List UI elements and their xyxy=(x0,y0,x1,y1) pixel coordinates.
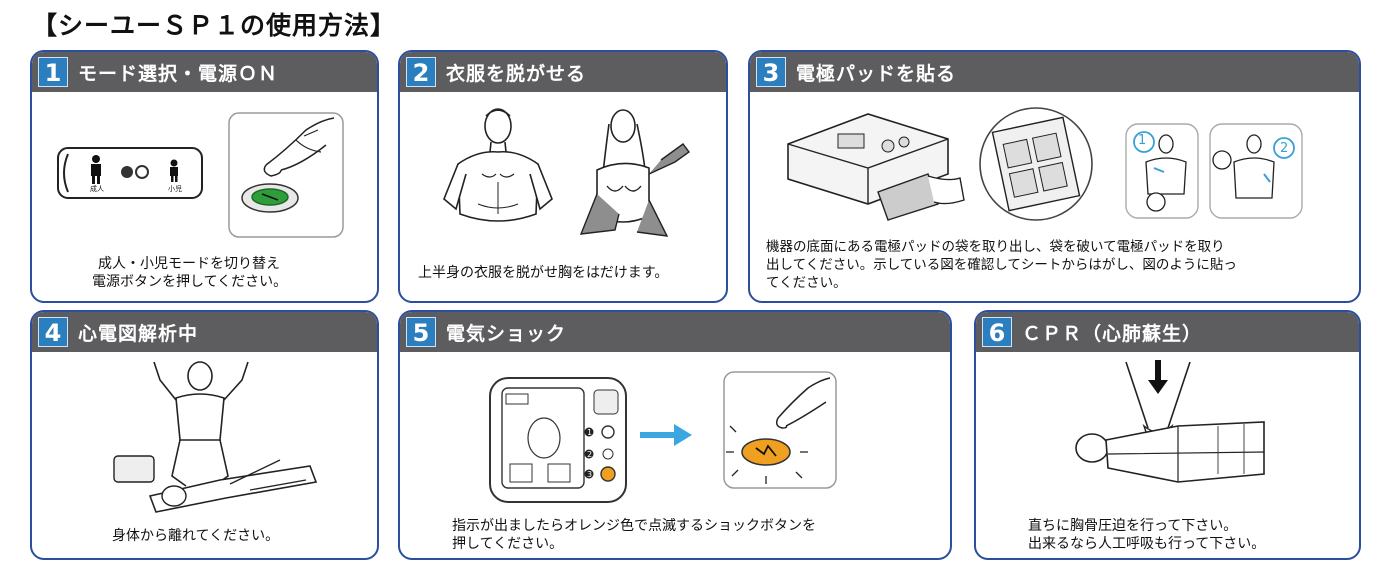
step-header: 3 電極パッドを貼る xyxy=(750,52,1359,92)
step-title: 電気ショック xyxy=(446,323,567,345)
step-title: ＣＰＲ（心肺蘇生） xyxy=(1022,323,1203,345)
device-pad-extraction-illustration xyxy=(778,104,968,224)
step-caption-line: てください。 xyxy=(766,275,847,291)
step-header: 6 ＣＰＲ（心肺蘇生） xyxy=(976,312,1359,352)
step-caption-line: 成人・小児モードを切り替え xyxy=(98,256,280,272)
step-caption-line: 出来るなら人工呼吸も行って下さい。 xyxy=(1028,536,1266,552)
step-card-2: 2 衣服を脱がせる 上半身の衣服を脱がせ胸をはだけます。 xyxy=(398,50,728,303)
undressing-woman-illustration xyxy=(575,104,695,244)
step-card-5: 5 電気ショック 1 2 3 xyxy=(398,310,952,560)
pad-sheet-diagram-illustration xyxy=(976,104,1096,224)
step-title: 衣服を脱がせる xyxy=(446,63,587,85)
step-number: 2 xyxy=(406,57,436,87)
adult-mode-label: 成人 xyxy=(90,185,104,193)
child-mode-label: 小児 xyxy=(168,185,182,193)
chest-compression-illustration xyxy=(1068,356,1268,506)
pad-placement-2-illustration xyxy=(1208,122,1304,220)
step-caption-line: 出してください。示している図を確認してシートからはがし、図のように貼っ xyxy=(766,257,1237,273)
step-card-3: 3 電極パッドを貼る 1 xyxy=(748,50,1361,303)
pad-placement-1-illustration xyxy=(1124,122,1200,220)
page-title: 【シーユーＳＰ１の使用方法】 xyxy=(32,11,397,40)
step-title: モード選択・電源ＯＮ xyxy=(78,63,279,85)
step-caption-line: 電源ボタンを押してください。 xyxy=(92,274,288,290)
step-title: 心電図解析中 xyxy=(78,323,199,345)
step-header: 2 衣服を脱がせる xyxy=(400,52,726,92)
device-marker-2: 2 xyxy=(587,450,593,459)
step-caption-line: 身体から離れてください。 xyxy=(112,528,280,544)
power-button-press-illustration xyxy=(226,110,346,240)
step-number: 5 xyxy=(406,317,436,347)
step-card-4: 4 心電図解析中 身体から離れてください。 xyxy=(30,310,379,560)
step-header: 1 モード選択・電源ＯＮ xyxy=(32,52,377,92)
step-caption-line: 押してください。 xyxy=(452,536,564,552)
step-number: 3 xyxy=(756,57,786,87)
step-caption-line: 直ちに胸骨圧迫を行って下さい。 xyxy=(1028,518,1238,534)
step-number: 6 xyxy=(982,317,1012,347)
step-card-1: 1 モード選択・電源ＯＮ 成人 小児 成人・ xyxy=(30,50,379,303)
pad-marker-1: 1 xyxy=(1138,133,1147,148)
mode-switch-panel-illustration xyxy=(56,144,206,204)
arrow-right-icon xyxy=(638,420,694,450)
aed-device-front-illustration xyxy=(488,376,628,504)
step-header: 5 電気ショック xyxy=(400,312,950,352)
step-number: 1 xyxy=(38,57,68,87)
pad-marker-2: 2 xyxy=(1280,141,1289,156)
step-card-6: 6 ＣＰＲ（心肺蘇生） 直ちに胸骨圧迫を行って下さい。 出来るなら人工呼吸も行っ… xyxy=(974,310,1361,560)
step-caption-line: 指示が出ましたらオレンジ色で点滅するショックボタンを xyxy=(452,518,816,534)
shock-button-press-illustration xyxy=(722,370,838,490)
step-number: 4 xyxy=(38,317,68,347)
undressing-man-illustration xyxy=(438,104,558,244)
step-caption-line: 上半身の衣服を脱がせ胸をはだけます。 xyxy=(418,265,669,281)
step-title: 電極パッドを貼る xyxy=(796,63,957,85)
device-marker-3: 3 xyxy=(587,470,593,479)
device-marker-1: 1 xyxy=(587,428,593,437)
step-caption-line: 機器の底面にある電極パッドの袋を取り出し、袋を破いて電極パッドを取り xyxy=(766,239,1225,255)
step-header: 4 心電図解析中 xyxy=(32,312,377,352)
stand-clear-illustration xyxy=(110,356,330,516)
